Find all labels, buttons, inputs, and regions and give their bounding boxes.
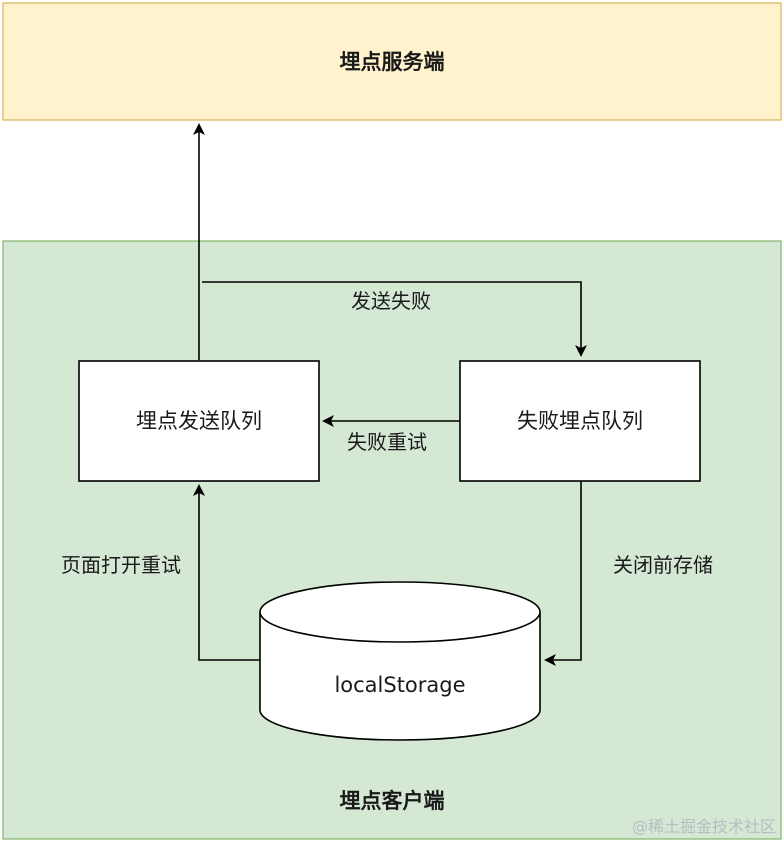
server-region bbox=[2, 2, 782, 121]
send-queue-box bbox=[78, 360, 320, 482]
edge-label-send-fail: 发送失败 bbox=[351, 289, 431, 313]
edge-page-open-retry bbox=[193, 484, 260, 661]
server-label: 埋点服务端 bbox=[340, 50, 445, 74]
send-queue-label: 埋点发送队列 bbox=[136, 409, 262, 433]
edge-label-fail-retry: 失败重试 bbox=[347, 430, 427, 454]
cylinder-body bbox=[259, 612, 541, 741]
watermark-text: @稀土掘金技术社区 bbox=[632, 817, 776, 836]
fail-queue-label: 失败埋点队列 bbox=[517, 409, 643, 433]
local-storage-cylinder bbox=[259, 581, 541, 741]
client-region bbox=[2, 240, 782, 840]
edge-label-close-store: 关闭前存储 bbox=[613, 553, 713, 577]
edge-send-fail bbox=[202, 281, 587, 357]
edge-label-page-open-retry: 页面打开重试 bbox=[61, 553, 181, 577]
client-label: 埋点客户端 bbox=[340, 789, 445, 813]
storage-label: localStorage bbox=[334, 673, 465, 697]
edge-close-store bbox=[544, 481, 582, 666]
cylinder-top bbox=[259, 581, 541, 643]
